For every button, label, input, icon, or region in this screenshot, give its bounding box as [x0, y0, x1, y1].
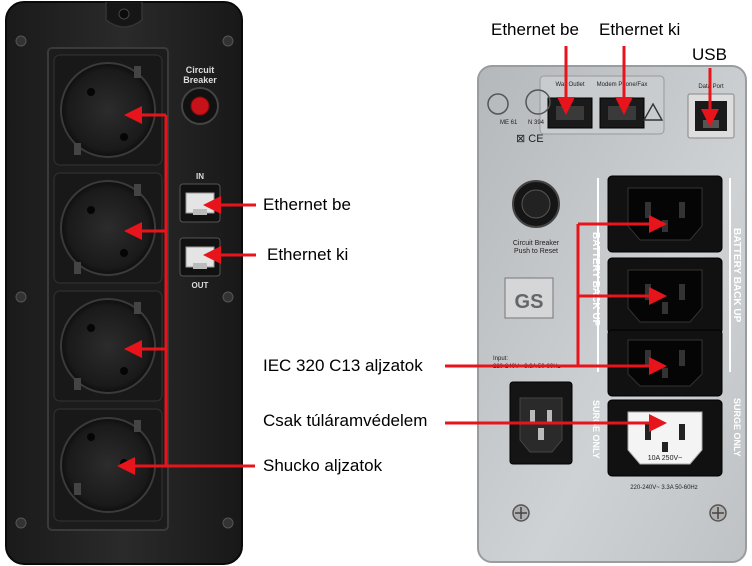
rj45-modem-port[interactable] [599, 97, 645, 129]
ce-mark: ⊠ CE [516, 133, 544, 145]
port-out-label: OUT [192, 281, 209, 290]
outlet-rating-text: 10A 250V~ [648, 455, 682, 462]
cert-me-text: ME 61 [500, 120, 518, 126]
schuko-socket [53, 408, 163, 522]
ethernet-in-port[interactable] [179, 183, 221, 223]
battery-backup-text-1: BATTERY BACK UP [590, 232, 601, 327]
rj45-wall-port[interactable] [547, 97, 593, 129]
iec-c13-outlet [607, 329, 723, 397]
right-breaker-text-2: Push to Reset [514, 248, 558, 255]
wall-outlet-text: Wall Outlet [555, 82, 584, 88]
label-iec-outlets: IEC 320 C13 aljzatok [263, 356, 423, 375]
schuko-socket [53, 290, 163, 402]
iec-c13-outlet [607, 175, 723, 253]
label-schuko-outlets: Shucko aljzatok [263, 456, 383, 475]
certification-logos: ME 61 N 394 [487, 89, 551, 126]
surge-only-text-1: SURGE ONLY [591, 400, 601, 459]
screw-icon [15, 35, 234, 529]
battery-backup-bracket: BATTERY BACK UP BATTERY BACK UP SURGE ON… [590, 178, 742, 459]
schuko-socket [53, 54, 163, 166]
label-ethernet-in-top: Ethernet be [491, 20, 579, 39]
modem-phone-text: Modem Phone/Fax [597, 82, 648, 88]
svg-text:GS: GS [515, 291, 544, 313]
right-breaker-text-1: Circuit Breaker [513, 240, 560, 247]
ethernet-out-port[interactable] [179, 237, 221, 277]
left-breaker-label-2: Breaker [183, 75, 217, 85]
label-ethernet-in-left: Ethernet be [263, 195, 351, 214]
screw-icon [512, 504, 727, 522]
bottom-rating-text: 220-240V~ 3.3A 50-60Hz [630, 485, 698, 491]
gs-logo: GS [504, 277, 554, 319]
label-surge-only: Csak túláramvédelem [263, 411, 428, 430]
surge-only-text-2: SURGE ONLY [732, 398, 742, 457]
cert-n-text: N 394 [528, 120, 545, 126]
warning-icon [642, 102, 664, 121]
annotation-arrows [117, 46, 719, 475]
right-ups-device: Wall Outlet Modem Phone/Fax Data Port ME… [477, 65, 747, 563]
port-in-label: IN [196, 172, 204, 181]
schuko-socket [53, 172, 163, 284]
battery-backup-text-2: BATTERY BACK UP [731, 228, 742, 323]
label-usb: USB [692, 45, 727, 64]
label-ethernet-out-top: Ethernet ki [599, 20, 681, 39]
left-ups-device: Circuit Breaker IN OUT [5, 1, 243, 565]
label-ethernet-out-left: Ethernet ki [267, 245, 349, 264]
right-circuit-breaker[interactable] [512, 180, 560, 228]
input-text: Input: [493, 356, 508, 362]
circuit-breaker-button[interactable] [181, 87, 219, 125]
left-breaker-label-1: Circuit [186, 65, 215, 75]
surge-only-outlet: 10A 250V~ [607, 399, 723, 477]
